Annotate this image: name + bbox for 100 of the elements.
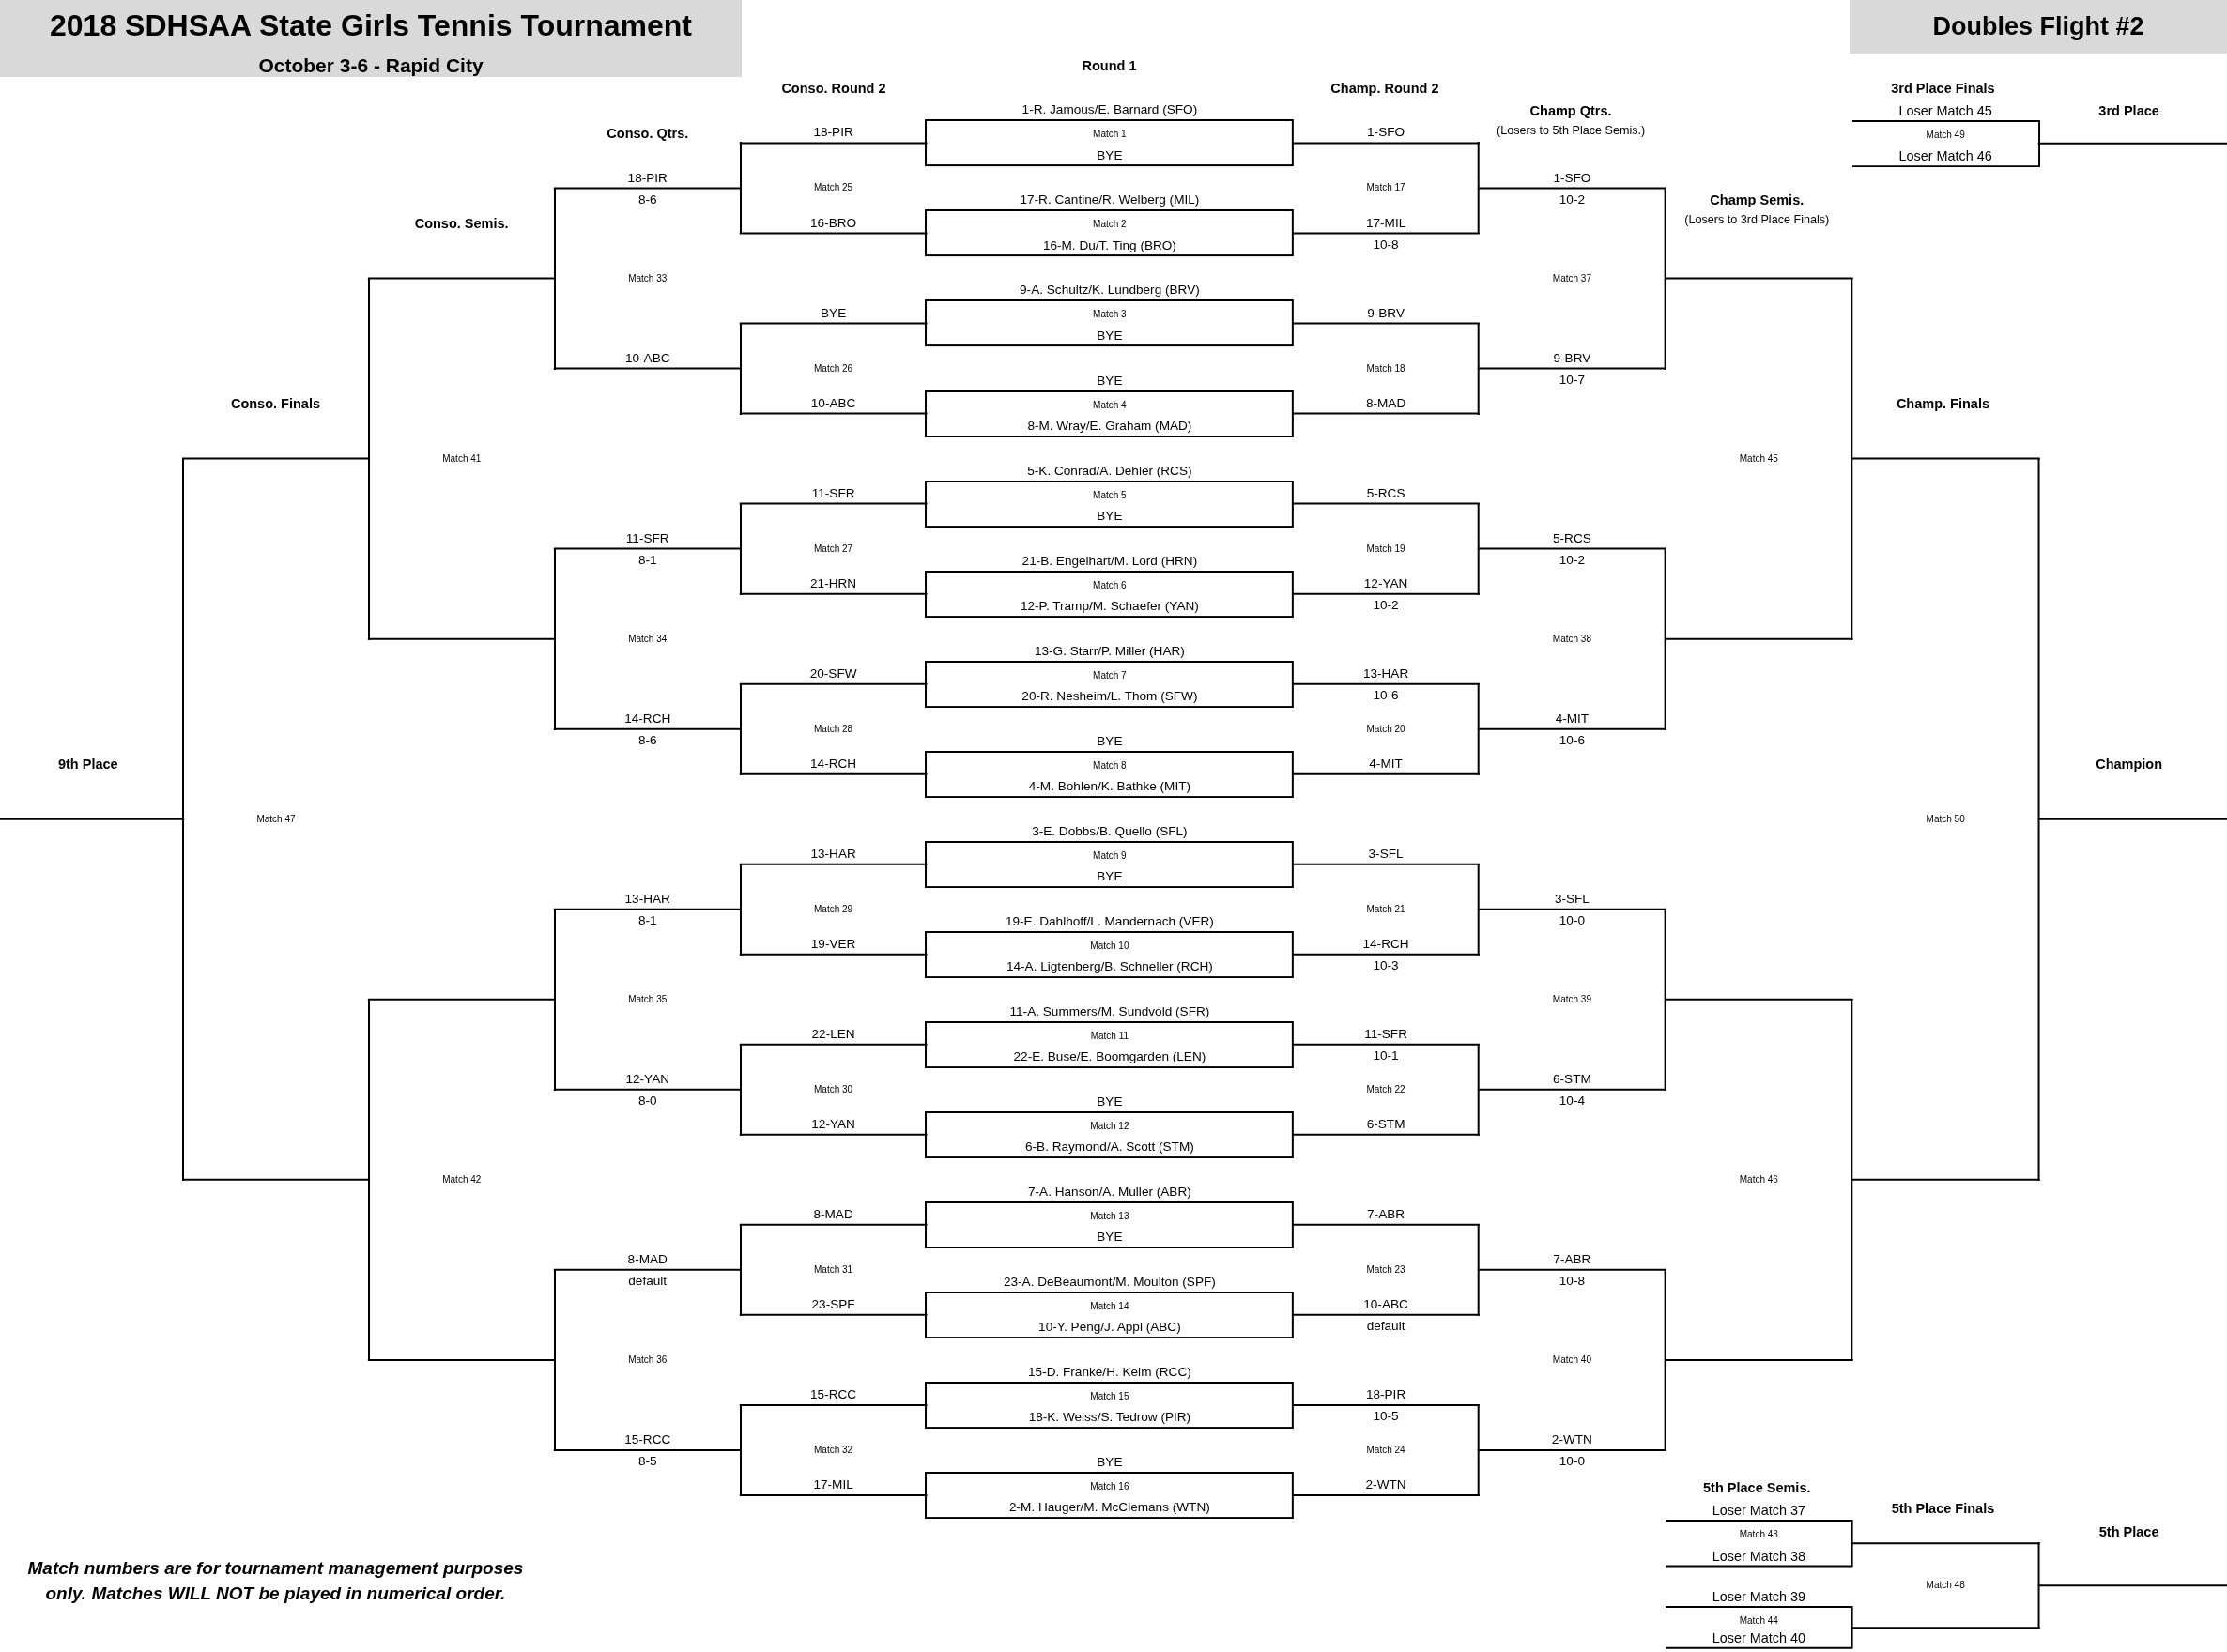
team-name: 10-Y. Peng/J. Appl (ABC): [1038, 1320, 1181, 1335]
team-name: 19-E. Dahlhoff/L. Mandernach (VER): [1005, 913, 1214, 929]
edge-label: 16-BRO: [810, 214, 857, 232]
edge-label: 18-PIR 10-5: [1364, 1385, 1407, 1425]
edge-label: 10-ABC: [624, 349, 670, 367]
match-number: Match 21: [1366, 903, 1405, 915]
edge-label: 23-SPF: [811, 1295, 855, 1313]
match-number: Match 15: [1090, 1391, 1129, 1402]
bracket-line: [1292, 502, 1480, 505]
bracket-line: [1477, 1088, 1666, 1091]
bracket-line: [182, 1178, 370, 1181]
match-number: Match 38: [1552, 633, 1591, 645]
bracket-line: [739, 863, 928, 865]
edge-label: 4-MIT: [1369, 755, 1403, 772]
match-number: Match 46: [1739, 1174, 1778, 1185]
bracket-line: [739, 953, 928, 956]
team-name: BYE: [1097, 733, 1123, 749]
bracket-line: [739, 322, 928, 325]
bracket-line: [1665, 1358, 1853, 1361]
bracket-line: [553, 367, 742, 370]
match-number: Match 32: [814, 1445, 853, 1456]
edge-label: 17-MIL 10-8: [1364, 214, 1407, 253]
edge-label: 2-WTN: [1365, 1476, 1406, 1493]
column-heading: Conso. Finals: [230, 395, 320, 411]
column-heading: Conso. Round 2: [781, 80, 886, 97]
edge-label: 8-MAD: [1365, 394, 1406, 412]
match-number: Match 9: [1093, 849, 1127, 862]
match-number: Match 42: [442, 1174, 482, 1185]
slot-label: Loser Match 40: [1712, 1630, 1805, 1646]
column-heading: 9th Place: [57, 756, 118, 772]
bracket-line: [1292, 1223, 1480, 1226]
match-number: Match 4: [1093, 399, 1127, 411]
team-name: 2-M. Hauger/M. McClemans (WTN): [1009, 1500, 1210, 1515]
edge-label: 1-SFO: [1367, 124, 1405, 142]
edge-label: 15-RCC 8-5: [623, 1430, 672, 1470]
match-number: Match 49: [1926, 130, 1965, 141]
flight-heading: Doubles Flight #2: [1932, 12, 2144, 41]
match-number: Match 35: [628, 994, 668, 1005]
bracket-line: [1851, 1542, 2040, 1545]
match-number: Match 28: [814, 723, 853, 735]
bracket-line: [2037, 1584, 2227, 1587]
team-name: 5-K. Conrad/A. Dehler (RCS): [1027, 463, 1192, 479]
match-number: Match 12: [1090, 1121, 1129, 1132]
match-number: Match 1: [1093, 129, 1127, 141]
match-number: Match 8: [1093, 759, 1127, 772]
slot-label: Loser Match 38: [1712, 1548, 1805, 1564]
bracket-line: [1292, 592, 1480, 595]
bracket-line: [553, 1268, 742, 1271]
match-number: Match 29: [814, 903, 853, 915]
bracket-line: [182, 457, 370, 460]
edge-label: BYE: [821, 304, 847, 322]
edge-label: 4-MIT 10-6: [1554, 710, 1590, 749]
subtitle: October 3-6 - Rapid City: [258, 54, 484, 77]
bracket-line: [367, 277, 556, 280]
edge-label: 14-RCH 10-3: [1361, 935, 1410, 974]
bracket-line: [739, 1493, 928, 1496]
bracket-line: [1851, 1627, 2040, 1629]
match-number: Match 44: [1739, 1615, 1778, 1628]
bracket-line: [739, 592, 928, 595]
column-heading: Champ. Round 2: [1330, 80, 1439, 97]
column-heading: 5th Place: [2098, 1523, 2159, 1539]
bracket-line: [1292, 1493, 1480, 1496]
match-number: Match 43: [1739, 1529, 1778, 1540]
bracket-line: [1477, 1268, 1666, 1271]
team-name: BYE: [1097, 508, 1123, 524]
column-heading: 3rd Place: [2098, 102, 2159, 119]
edge-label: 18-PIR: [813, 124, 853, 142]
bracket-line: [1851, 457, 2040, 460]
edge-label: 8-MAD default: [626, 1250, 668, 1290]
match-number: Match 25: [814, 182, 853, 194]
edge-label: 10-ABC default: [1362, 1295, 1409, 1335]
match-number: Match 19: [1366, 543, 1405, 555]
team-name: 21-B. Engelhart/M. Lord (HRN): [1021, 553, 1198, 569]
bracket-line: [1665, 998, 1853, 1001]
team-name: BYE: [1097, 147, 1123, 163]
bracket-line: [1292, 1043, 1480, 1046]
bracket-line: [739, 412, 928, 415]
bracket-line: [739, 232, 928, 235]
match-number: Match 22: [1366, 1084, 1405, 1095]
column-heading: Champ Semis.: [1710, 191, 1805, 208]
slot-label: Loser Match 46: [1898, 147, 1992, 164]
team-name: 20-R. Nesheim/L. Thom (SFW): [1021, 688, 1198, 704]
team-name: 15-D. Franke/H. Keim (RCC): [1028, 1365, 1191, 1380]
bracket-line: [1292, 322, 1480, 325]
edge-label: 14-RCH 8-6: [623, 710, 672, 749]
match-number: Match 48: [1926, 1580, 1965, 1592]
column-heading: 5th Place Finals: [1891, 1500, 1995, 1516]
team-name: 8-M. Wray/E. Graham (MAD): [1027, 418, 1192, 434]
match-number: Match 34: [628, 633, 668, 645]
bracket-line: [1292, 772, 1480, 775]
bracket-line: [739, 1403, 928, 1406]
edge-label: 7-ABR 10-8: [1552, 1250, 1592, 1290]
column-heading: Conso. Qtrs.: [607, 125, 689, 142]
match-number: Match 7: [1093, 669, 1127, 681]
edge-label: 11-SFR 10-1: [1363, 1025, 1408, 1064]
match-number: Match 41: [442, 452, 482, 465]
bracket-line: [553, 727, 742, 730]
bracket-line: [1477, 367, 1666, 370]
bracket-line: [367, 637, 556, 640]
edge-label: 19-VER: [810, 935, 856, 953]
